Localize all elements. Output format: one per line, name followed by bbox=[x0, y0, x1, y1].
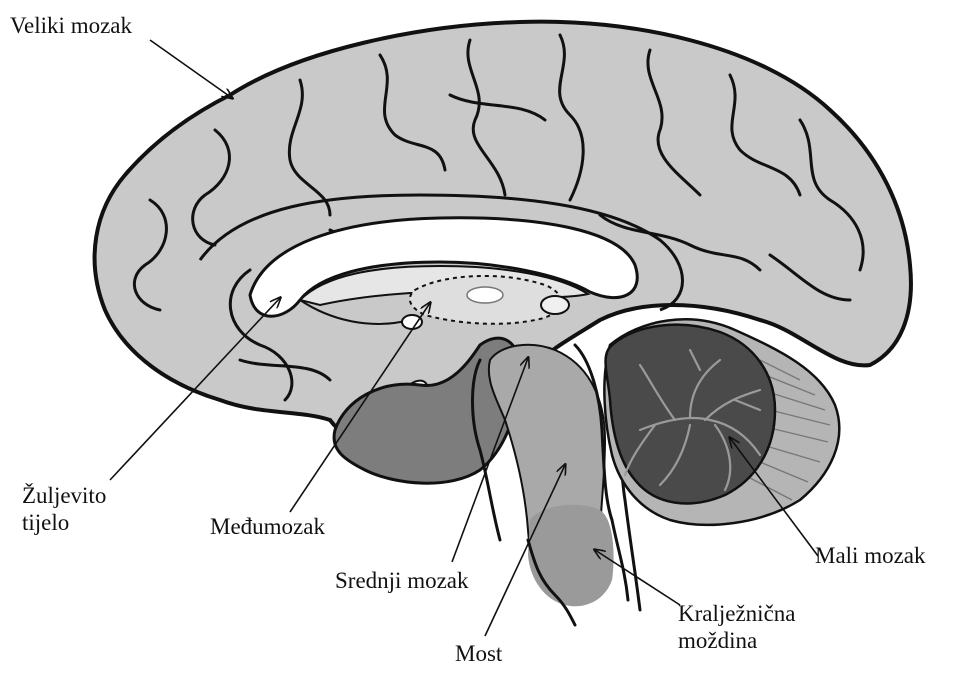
label-diencephalon: Međumozak bbox=[210, 513, 325, 540]
arrow-cerebrum bbox=[150, 40, 232, 98]
label-cerebellum: Mali mozak bbox=[815, 542, 926, 569]
optic-structure bbox=[402, 315, 422, 329]
label-corpus-callosum-line1: Žuljevito bbox=[22, 482, 106, 509]
label-midbrain: Srednji mozak bbox=[335, 567, 469, 594]
medulla-shape bbox=[528, 505, 614, 606]
label-corpus-callosum-line2: tijelo bbox=[22, 509, 106, 536]
label-medulla-line2: moždina bbox=[678, 627, 795, 654]
label-pons: Most bbox=[455, 640, 502, 667]
label-medulla-line1: Kralježnična bbox=[678, 600, 795, 627]
thalamus-oval bbox=[467, 287, 503, 303]
label-corpus-callosum: Žuljevito tijelo bbox=[22, 482, 106, 536]
label-medulla: Kralježnična moždina bbox=[678, 600, 795, 654]
label-cerebrum: Veliki mozak bbox=[10, 12, 132, 39]
pineal-gland bbox=[541, 296, 569, 314]
